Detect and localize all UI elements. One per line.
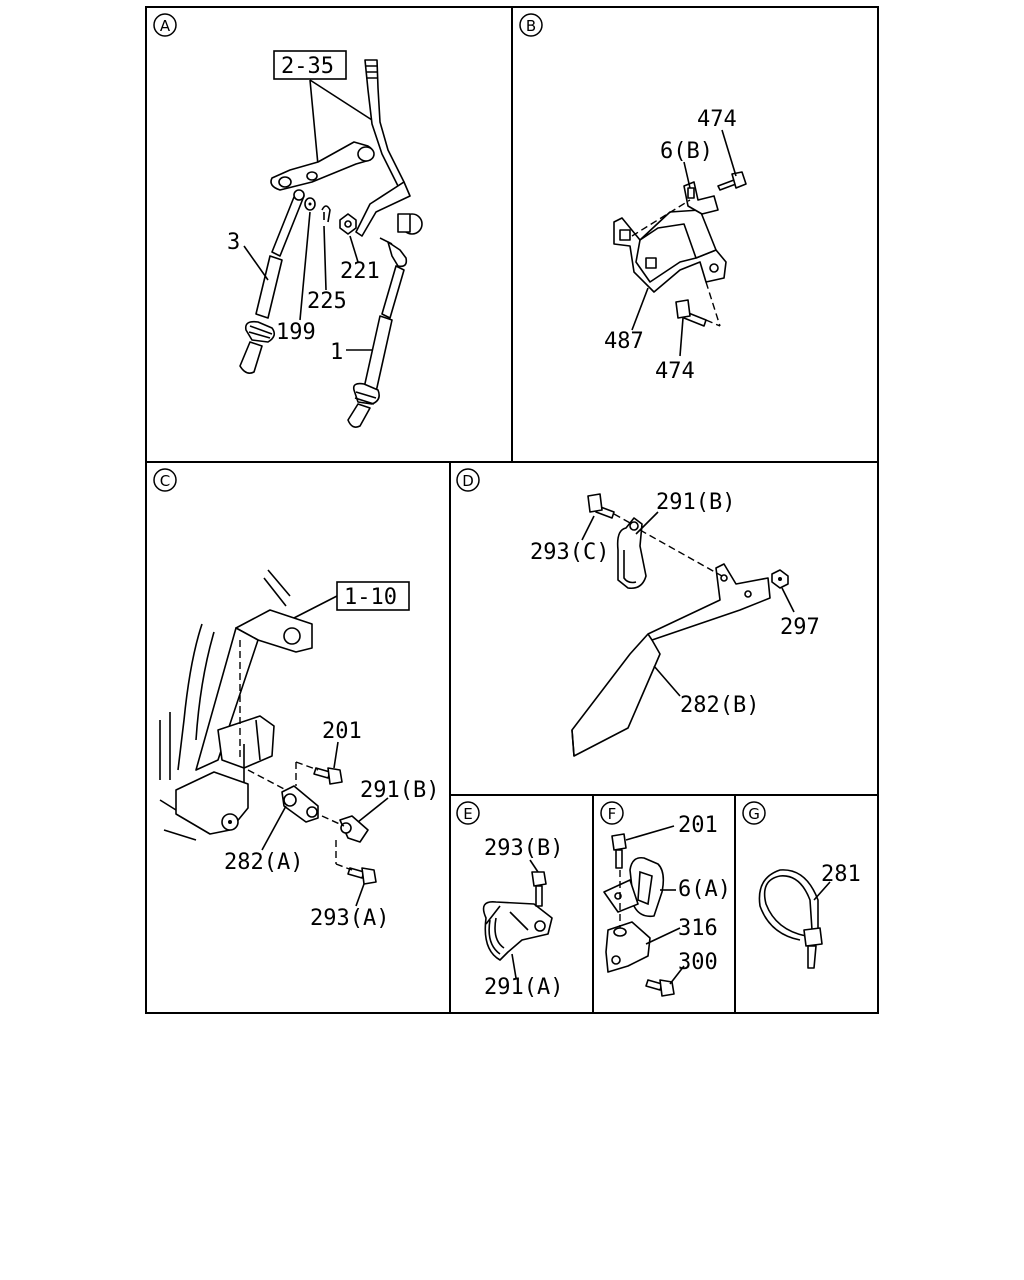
- label-a-199: 199: [276, 320, 316, 345]
- section-marker-b: B: [519, 13, 543, 37]
- label-a-225: 225: [307, 289, 347, 314]
- section-letter-b: B: [526, 17, 536, 35]
- section-a-drawing: 2-35: [227, 50, 423, 428]
- section-letter-a: A: [160, 17, 171, 35]
- section-g-drawing: 281: [758, 862, 861, 969]
- label-c-293a: 293(A): [310, 906, 389, 931]
- label-f-201: 201: [678, 813, 718, 838]
- section-marker-g: G: [742, 801, 766, 825]
- label-c-291b: 291(B): [360, 778, 439, 803]
- label-a-1: 1: [330, 340, 343, 365]
- reference-box-1-10: [336, 581, 410, 611]
- section-b-drawing: 474 6(B) 487 474: [604, 107, 747, 384]
- section-marker-a: A: [153, 13, 177, 37]
- ref-label-1-10: 1-10: [344, 585, 397, 610]
- label-e-291a: 291(A): [484, 975, 563, 1000]
- section-letter-c: C: [160, 472, 170, 490]
- section-marker-f: F: [600, 801, 624, 825]
- label-g-281: 281: [821, 862, 861, 887]
- label-c-282a: 282(A): [224, 850, 303, 875]
- section-marker-e: E: [456, 801, 480, 825]
- diagram-grid: [145, 6, 879, 1014]
- label-d-297: 297: [780, 615, 820, 640]
- label-d-282b: 282(B): [680, 693, 759, 718]
- label-b-6b: 6(B): [660, 139, 713, 164]
- label-c-201: 201: [322, 719, 362, 744]
- cable-1: [347, 237, 408, 428]
- ref-label-2-35: 2-35: [281, 54, 334, 79]
- label-f-316: 316: [678, 916, 718, 941]
- label-a-3: 3: [227, 230, 240, 255]
- label-b-487: 487: [604, 329, 644, 354]
- label-b-474-bottom: 474: [655, 359, 695, 384]
- section-letter-f: F: [608, 805, 617, 823]
- section-marker-d: D: [456, 468, 480, 492]
- label-f-6a: 6(A): [678, 877, 731, 902]
- label-e-293b: 293(B): [484, 836, 563, 861]
- section-letter-g: G: [748, 805, 760, 823]
- section-e-drawing: 293(B) 291(A): [482, 836, 563, 1000]
- section-d-drawing: 291(B) 293(C) 297 282(B): [530, 490, 820, 757]
- label-f-300: 300: [678, 950, 718, 975]
- section-c-drawing: 1-10: [159, 569, 439, 931]
- label-a-221: 221: [340, 259, 380, 284]
- reference-box-2-35: [273, 50, 347, 80]
- section-marker-c: C: [153, 468, 177, 492]
- cable-3: [239, 189, 305, 374]
- section-f-drawing: 201 6(A) 316 300: [603, 813, 731, 997]
- label-d-291b: 291(B): [656, 490, 735, 515]
- label-b-474-top: 474: [697, 107, 737, 132]
- section-letter-e: E: [463, 805, 472, 823]
- section-letter-d: D: [462, 472, 474, 490]
- label-d-293c: 293(C): [530, 540, 609, 565]
